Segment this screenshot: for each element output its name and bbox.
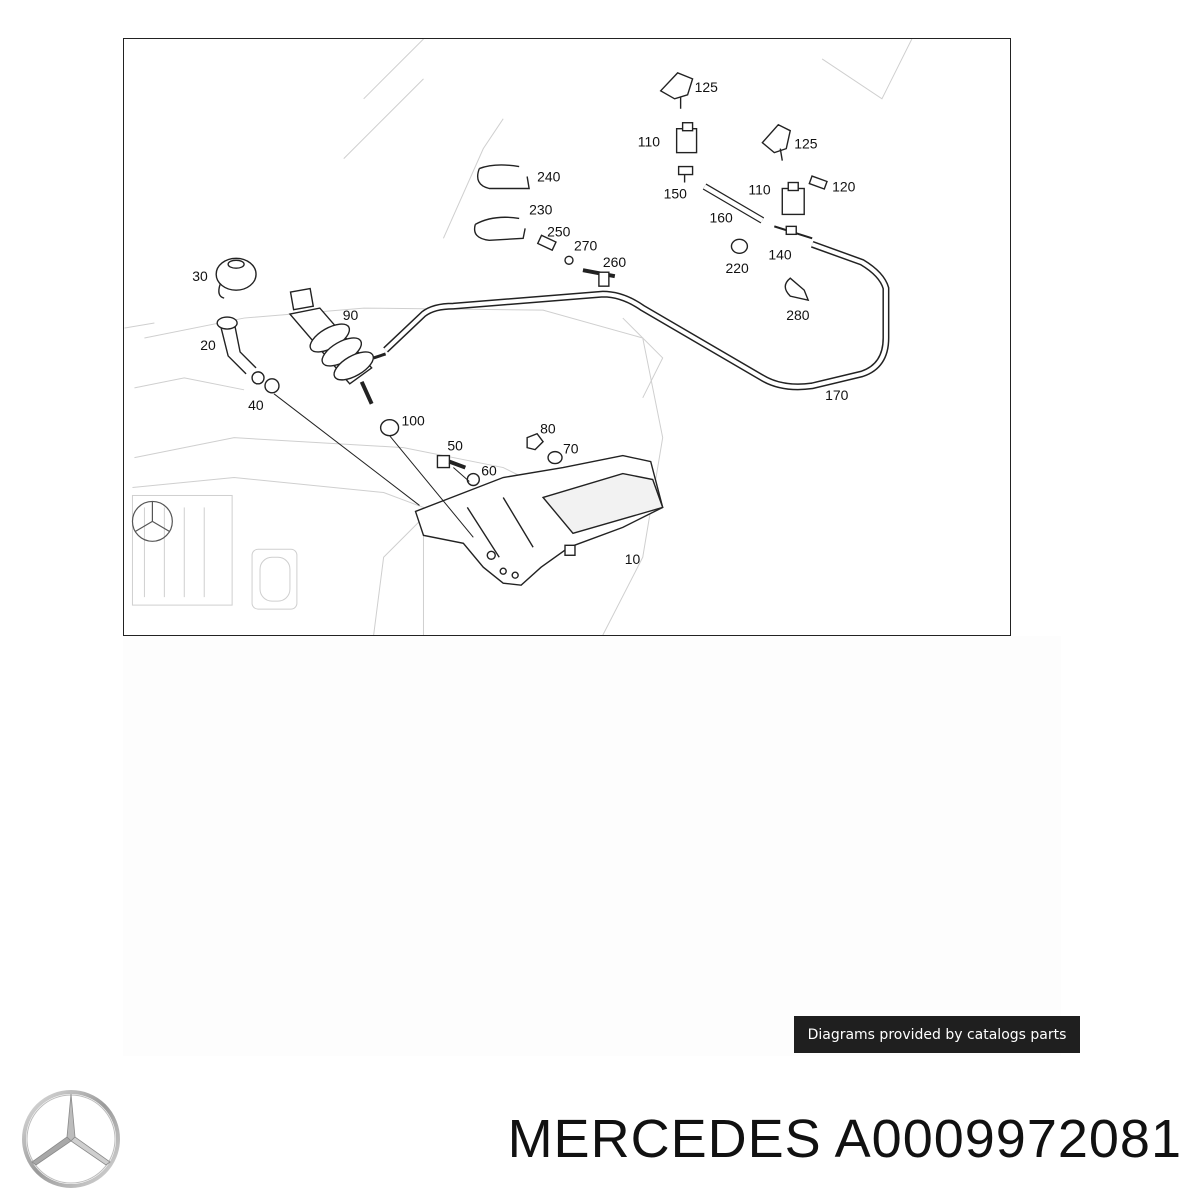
callout-40: 40 <box>248 397 264 413</box>
clamp-230 <box>473 216 526 242</box>
callout-70: 70 <box>563 441 579 457</box>
clamp-240 <box>476 164 530 190</box>
callout-260: 260 <box>603 254 627 270</box>
parts-diagram: 125 110 125 240 150 110 120 230 160 250 … <box>123 38 1011 636</box>
callout-280: 280 <box>786 307 810 323</box>
brand-name: MERCEDES <box>507 1109 822 1169</box>
part-title: MERCEDES A0009972081 <box>508 1108 1182 1170</box>
pad-120 <box>808 175 828 190</box>
callout-270: 270 <box>574 237 598 253</box>
callout-20: 20 <box>200 337 216 353</box>
callout-150: 150 <box>664 185 688 201</box>
diagram-credit-badge: Diagrams provided by catalogs parts <box>794 1016 1080 1053</box>
grommet-100 <box>379 419 400 437</box>
callout-90: 90 <box>343 307 359 323</box>
grommet-220 <box>730 238 749 254</box>
nut-80 <box>526 432 545 451</box>
callout-100: 100 <box>402 413 426 429</box>
callout-125-top: 125 <box>695 79 719 95</box>
filler-cap-30 <box>215 257 257 299</box>
bolt-260 <box>582 268 616 287</box>
sleeve-250 <box>536 234 557 252</box>
bolt-50 <box>436 454 467 470</box>
seal-40 <box>251 371 280 394</box>
pump-90 <box>288 287 387 405</box>
washer-60 <box>466 472 480 487</box>
leader-lines <box>273 393 474 538</box>
callout-140: 140 <box>768 246 792 262</box>
nozzle-125-right <box>761 123 792 161</box>
callout-125-right: 125 <box>794 136 818 152</box>
callout-30: 30 <box>192 268 208 284</box>
connector-140 <box>774 225 813 240</box>
connector-150 <box>677 165 694 183</box>
callout-160: 160 <box>710 209 734 225</box>
callout-110-left: 110 <box>638 134 660 150</box>
callout-250: 250 <box>547 223 571 239</box>
part-number: A0009972081 <box>834 1109 1182 1169</box>
background-vehicle <box>124 39 913 635</box>
callout-220: 220 <box>725 260 749 276</box>
clip-110-left <box>675 122 698 154</box>
callout-60: 60 <box>481 463 497 479</box>
grille-star-icon <box>131 500 173 542</box>
washer-70 <box>547 450 563 465</box>
callout-50: 50 <box>447 438 463 454</box>
callout-170: 170 <box>825 387 849 403</box>
filler-neck-20 <box>216 316 257 375</box>
callout-110-right: 110 <box>748 181 770 197</box>
callout-80: 80 <box>540 421 556 437</box>
reservoir-10 <box>414 454 664 586</box>
callout-labels: 125 110 125 240 150 110 120 230 160 250 … <box>192 79 855 567</box>
hose-170 <box>383 241 890 391</box>
callout-240: 240 <box>537 169 561 185</box>
callout-120: 120 <box>832 178 856 194</box>
tube-160 <box>702 183 765 224</box>
clip-110-right <box>781 181 805 216</box>
diagram-lower-panel <box>123 636 1061 1056</box>
mercedes-star-icon <box>22 1090 120 1188</box>
callout-230: 230 <box>529 201 553 217</box>
clip-280 <box>784 277 810 302</box>
parts-diagram-drawing: 125 110 125 240 150 110 120 230 160 250 … <box>124 39 913 635</box>
washer-270 <box>564 255 574 265</box>
nozzle-125-top <box>659 72 694 109</box>
callout-10: 10 <box>625 551 641 567</box>
